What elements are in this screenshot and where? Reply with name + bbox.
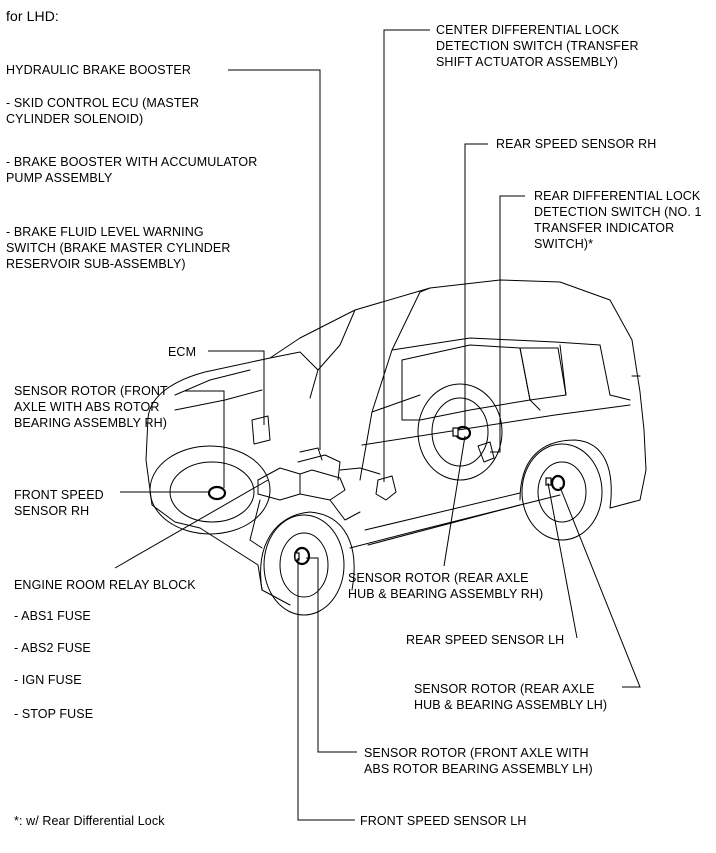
label-center-diff-lock-switch-line-2: DETECTION SWITCH (TRANSFER [436,39,639,53]
label-rear-diff-lock-switch-line-1: REAR DIFFERENTIAL LOCK [534,189,701,203]
leader-rear-diff-lock-switch [490,195,525,453]
engine-room-components [249,447,381,549]
front-left-wheel [260,511,355,616]
label-hydraulic-brake-booster: HYDRAULIC BRAKE BOOSTER [6,63,191,77]
leader-engine-room-relay-block [114,479,269,569]
label-sensor-rotor-rear-lh-line-2: HUB & BEARING ASSEMBLY LH) [414,698,608,712]
rear-diff-switch-body [477,441,495,463]
label-rear-diff-lock-switch-line-2: DETECTION SWITCH (NO. 1 [534,205,702,219]
label-sensor-rotor-front-lh: SENSOR ROTOR (FRONT AXLE WITH ABS ROTOR … [364,745,593,777]
label-brake-booster-accumulator-line-2: PUMP ASSEMBLY [6,171,113,185]
rear-side-window [401,344,567,421]
leader-rear-speed-sensor-rh [464,143,488,426]
ecm-unit [251,415,271,445]
footnote: *: w/ Rear Differential Lock [14,814,165,828]
transfer-actuator [375,475,397,501]
label-brake-fluid-level-switch-line-2: SWITCH (BRAKE MASTER CYLINDER [6,241,231,255]
vehicle-body-outline [145,279,647,606]
label-brake-fluid-level-switch-line-3: RESERVOIR SUB-ASSEMBLY) [6,257,186,271]
label-front-speed-sensor-rh-line-1: FRONT SPEED [14,488,104,502]
leader-hydraulic-brake-booster [228,69,321,450]
label-sensor-rotor-front-rh-line-3: BEARING ASSEMBLY RH) [14,416,167,430]
label-skid-control-ecu-line-2: CYLINDER SOLENOID) [6,112,144,126]
label-stop-fuse: - STOP FUSE [14,707,94,721]
label-skid-control-ecu: - SKID CONTROL ECU (MASTER CYLINDER SOLE… [6,95,199,127]
label-sensor-rotor-front-rh-line-1: SENSOR ROTOR (FRONT [14,384,168,398]
leader-sensor-rotor-rear-lh [559,486,641,688]
label-center-diff-lock-switch-line-1: CENTER DIFFERENTIAL LOCK [436,23,620,37]
label-sensor-rotor-rear-rh-line-2: HUB & BEARING ASSEMBLY RH) [348,587,544,601]
rear-speed-sensor-rh-mark [452,427,459,437]
label-rear-diff-lock-switch-line-3: TRANSFER INDICATOR [534,221,675,235]
rear-left-wheel [519,439,612,541]
diagram-header: for LHD: [6,8,59,24]
label-front-speed-sensor-rh-line-2: SENSOR RH [14,504,90,518]
leader-sensor-rotor-front-rh [185,390,225,488]
leader-ecm [208,350,265,425]
label-front-speed-sensor-rh: FRONT SPEED SENSOR RH [14,487,104,519]
sensor-rotor-front-rh-mark [207,485,227,501]
label-sensor-rotor-front-lh-line-1: SENSOR ROTOR (FRONT AXLE WITH [364,746,589,760]
label-brake-booster-accumulator-line-1: - BRAKE BOOSTER WITH ACCUMULATOR [6,155,258,169]
label-rear-speed-sensor-lh: REAR SPEED SENSOR LH [406,633,565,647]
label-sensor-rotor-front-rh: SENSOR ROTOR (FRONT AXLE WITH ABS ROTOR … [14,383,168,431]
leader-front-speed-sensor-lh [297,558,355,821]
leader-sensor-rotor-front-lh [306,557,357,753]
front-speed-sensor-lh-mark [294,552,300,561]
speed-sensor-marks [294,427,552,561]
leader-lines [114,29,641,821]
label-brake-fluid-level-switch-line-1: - BRAKE FLUID LEVEL WARNING [6,225,204,239]
label-rear-diff-lock-switch: REAR DIFFERENTIAL LOCK DETECTION SWITCH … [534,188,702,252]
leader-rear-speed-sensor-lh [547,482,578,639]
label-rear-diff-lock-switch-line-4: SWITCH)* [534,237,594,251]
label-sensor-rotor-rear-lh-line-1: SENSOR ROTOR (REAR AXLE [414,682,595,696]
label-brake-fluid-level-switch: - BRAKE FLUID LEVEL WARNING SWITCH (BRAK… [6,224,230,272]
label-abs2-fuse: - ABS2 FUSE [14,641,91,655]
label-ign-fuse: - IGN FUSE [14,673,82,687]
sensor-rotor-rear-lh-mark [550,474,566,492]
label-sensor-rotor-rear-lh: SENSOR ROTOR (REAR AXLE HUB & BEARING AS… [414,681,607,713]
label-abs1-fuse: - ABS1 FUSE [14,609,91,623]
leader-sensor-rotor-rear-rh [443,435,466,567]
label-engine-room-relay-block: ENGINE ROOM RELAY BLOCK [14,578,196,592]
leader-center-diff-lock-switch [383,29,430,482]
label-sensor-rotor-rear-rh-line-1: SENSOR ROTOR (REAR AXLE [348,571,529,585]
label-sensor-rotor-rear-rh: SENSOR ROTOR (REAR AXLE HUB & BEARING AS… [348,570,543,602]
label-brake-booster-accumulator: - BRAKE BOOSTER WITH ACCUMULATOR PUMP AS… [6,154,257,186]
label-center-diff-lock-switch-line-3: SHIFT ACTUATOR ASSEMBLY) [436,55,619,69]
label-ecm: ECM [168,345,197,359]
label-sensor-rotor-front-lh-line-2: ABS ROTOR BEARING ASSEMBLY LH) [364,762,593,776]
label-skid-control-ecu-line-1: - SKID CONTROL ECU (MASTER [6,96,200,110]
label-sensor-rotor-front-rh-line-2: AXLE WITH ABS ROTOR [14,400,160,414]
label-center-diff-lock-switch: CENTER DIFFERENTIAL LOCK DETECTION SWITC… [436,22,639,70]
label-front-speed-sensor-lh: FRONT SPEED SENSOR LH [360,814,527,828]
label-rear-speed-sensor-rh: REAR SPEED SENSOR RH [496,137,657,151]
